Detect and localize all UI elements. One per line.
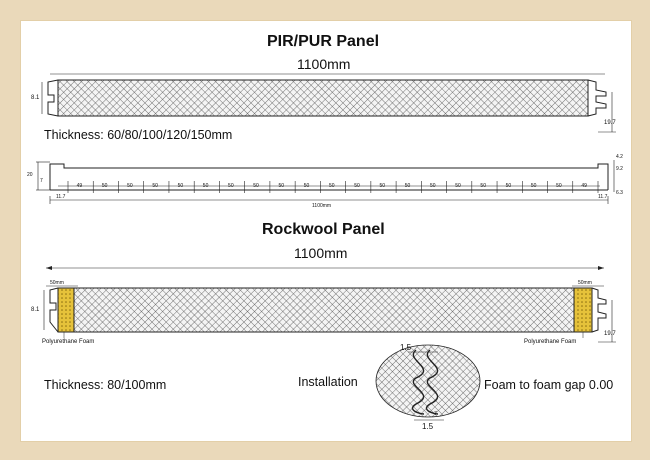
rockwool-foam-width-right: 50mm	[578, 280, 592, 286]
profile-pitch-label: 50	[303, 183, 310, 189]
rockwool-foam-width-left: 50mm	[50, 280, 64, 286]
pir-right-dim-label: 19.7	[604, 120, 616, 126]
pir-right-joint	[587, 79, 607, 117]
pir-panel-section	[41, 73, 616, 133]
rockwool-foam-label-left: Polyurethane Foam	[42, 339, 95, 345]
profile-pitch-label: 50	[127, 183, 133, 189]
profile-pitch-label: 50	[404, 183, 411, 189]
installation-joint-right	[425, 349, 439, 415]
profile-pitch-label: 50	[329, 183, 335, 189]
profile-section	[36, 160, 615, 204]
pir-left-dim-label: 8.1	[31, 95, 40, 101]
profile-pitch-label: 50	[556, 183, 562, 189]
installation-bottom-dim: 1.5	[422, 422, 434, 431]
profile-pitch-label: 50	[505, 183, 512, 189]
profile-left-bottom: 11.7	[56, 194, 66, 200]
profile-pitch-label: 50	[278, 183, 285, 189]
profile-pitch-label: 50	[480, 183, 486, 189]
rockwool-left-joint	[49, 287, 59, 333]
installation-gap-text: Foam to foam gap 0.00	[484, 378, 614, 392]
profile-right-bottom: 11.7	[598, 194, 608, 200]
rockwool-foam-label-right: Polyurethane Foam	[524, 339, 577, 345]
rockwool-right-joint	[591, 287, 607, 333]
installation-small-dim: 7	[434, 411, 437, 417]
rockwool-right-foam	[573, 287, 593, 333]
profile-pitch-label: 50	[530, 183, 537, 189]
profile-pitch-label: 50	[202, 183, 209, 189]
installation-top-dim: 1.5	[400, 343, 412, 352]
profile-top-skin	[49, 163, 609, 190]
profile-pitch-label: 50	[228, 183, 234, 189]
pir-width-label: 1100mm	[297, 56, 351, 72]
profile-pitch-label: 50	[429, 183, 436, 189]
profile-pitch-label: 49	[581, 183, 587, 189]
rockwool-thickness-text: Thickness: 80/100mm	[44, 378, 167, 392]
profile-right-dim-3: 6.3	[616, 190, 623, 196]
profile-pitch-label: 50	[177, 183, 184, 189]
profile-pitch-label: 50	[379, 183, 386, 189]
rockwool-width-label: 1100mm	[294, 245, 348, 261]
pir-thickness-text: Thickness: 60/80/100/120/150mm	[44, 128, 233, 142]
profile-pitch-label: 50	[253, 183, 259, 189]
rockwool-panel-body	[73, 287, 575, 333]
profile-right-dim-2: 9.2	[616, 166, 623, 172]
rockwool-panel-section	[43, 266, 616, 343]
profile-pitch-label: 50	[152, 183, 158, 189]
profile-left-height: 20	[27, 172, 33, 178]
profile-ribs	[67, 181, 599, 193]
installation-detail	[375, 344, 481, 421]
profile-pitch-label: 50	[354, 183, 360, 189]
profile-total-label: 1100mm	[312, 203, 332, 209]
pir-left-joint	[47, 79, 59, 117]
pir-panel-body	[57, 79, 589, 117]
profile-pitch-label: 49	[76, 183, 83, 189]
rockwool-panel-title: Rockwool Panel	[262, 221, 385, 238]
installation-joint-left	[411, 349, 425, 415]
rockwool-left-foam	[57, 287, 75, 333]
rockwool-left-dim-label: 8.1	[31, 307, 40, 313]
pir-panel-title: PIR/PUR Panel	[267, 33, 380, 50]
rockwool-right-dim-label: 19.7	[604, 331, 616, 337]
profile-left-small: 7	[40, 178, 43, 184]
profile-right-dim-1: 4.2	[616, 154, 623, 160]
installation-label: Installation	[298, 375, 358, 389]
profile-pitch-label: 50	[455, 183, 461, 189]
profile-pitch-label: 50	[101, 183, 108, 189]
